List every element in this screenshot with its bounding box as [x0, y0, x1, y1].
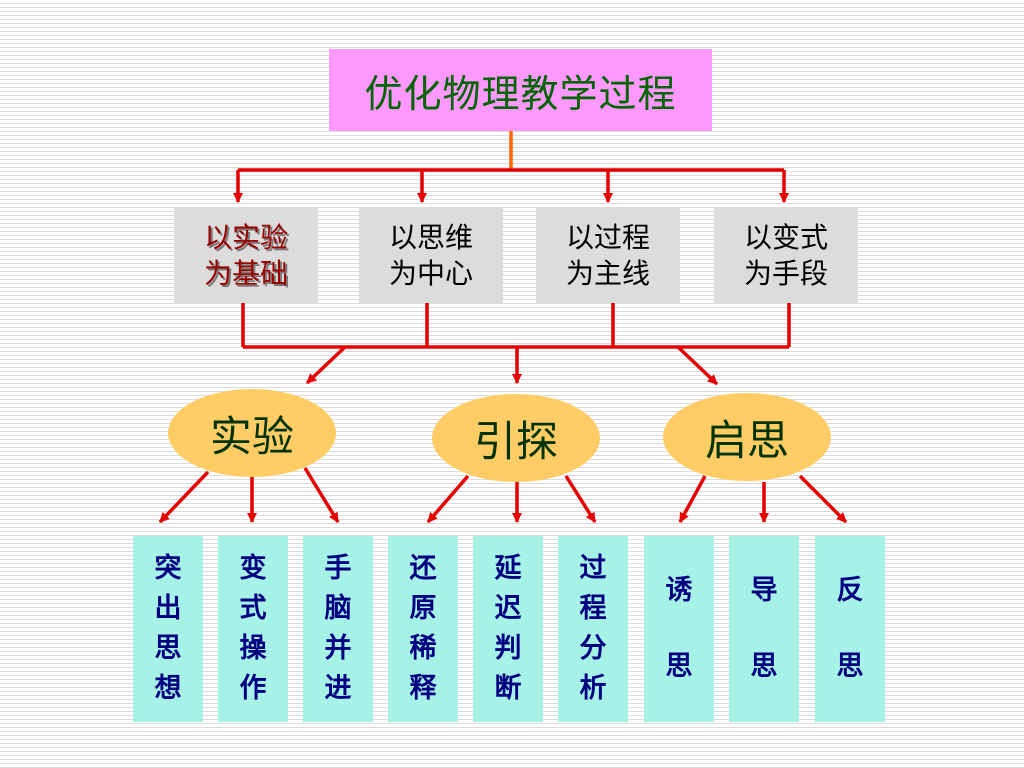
pillar-box-3: 以过程 为主线	[536, 208, 680, 303]
hub-ellipse-1: 实验	[168, 389, 336, 477]
arrow-hub2-method3	[564, 475, 597, 523]
method-label-3-2: 导思	[750, 575, 778, 682]
pillar-box-2: 以思维 为中心	[359, 208, 503, 303]
hub-label-3: 启思	[704, 415, 789, 465]
method-label-3-3: 反思	[836, 575, 864, 682]
method-label-2-2: 延迟判断	[494, 553, 522, 704]
method-label-1-1: 突出思想	[154, 553, 182, 704]
method-box-1-1: 突出思想	[133, 536, 203, 722]
arrow-hub3-method3	[798, 474, 848, 524]
method-box-3-1: 诱思	[644, 536, 714, 722]
method-label-1-3: 手脑并进	[324, 553, 352, 704]
method-box-1-2: 变式操作	[218, 536, 288, 722]
method-box-3-2: 导思	[729, 536, 799, 722]
hub-label-2: 引探	[473, 416, 558, 466]
pillar-label-1: 以实验 为基础	[203, 220, 288, 290]
method-box-2-2: 延迟判断	[473, 536, 543, 722]
arrow-hub1-method3	[303, 467, 340, 523]
root-title: 优化物理教学过程	[364, 71, 677, 116]
arrow-hub1-method1	[158, 470, 210, 524]
pillar-box-1: 以实验 为基础	[174, 208, 318, 303]
method-box-1-3: 手脑并进	[303, 536, 373, 722]
method-label-2-1: 还原稀释	[409, 553, 437, 704]
pillar-label-3: 以过程 为主线	[565, 220, 650, 290]
pillar-box-4: 以变式 为手段	[714, 208, 858, 303]
hub-ellipse-3: 启思	[663, 393, 831, 481]
pillar-label-4: 以变式 为手段	[743, 220, 828, 290]
method-label-3-1: 诱思	[665, 575, 693, 682]
hub-ellipse-2: 引探	[432, 394, 600, 482]
arrow-hub2-method1	[426, 474, 470, 524]
method-box-2-3: 过程分析	[558, 536, 628, 722]
arrow-to-hub-3	[676, 345, 719, 386]
method-box-3-3: 反思	[815, 536, 885, 722]
arrow-hub3-method1	[678, 475, 707, 523]
hub-label-1: 实验	[209, 411, 294, 461]
root-title-box: 优化物理教学过程	[329, 49, 712, 131]
arrow-to-hub-1	[305, 345, 347, 385]
method-label-2-3: 过程分析	[579, 553, 607, 704]
method-label-1-2: 变式操作	[239, 553, 267, 704]
method-box-2-1: 还原稀释	[388, 536, 458, 722]
pillar-label-2: 以思维 为中心	[388, 220, 473, 290]
